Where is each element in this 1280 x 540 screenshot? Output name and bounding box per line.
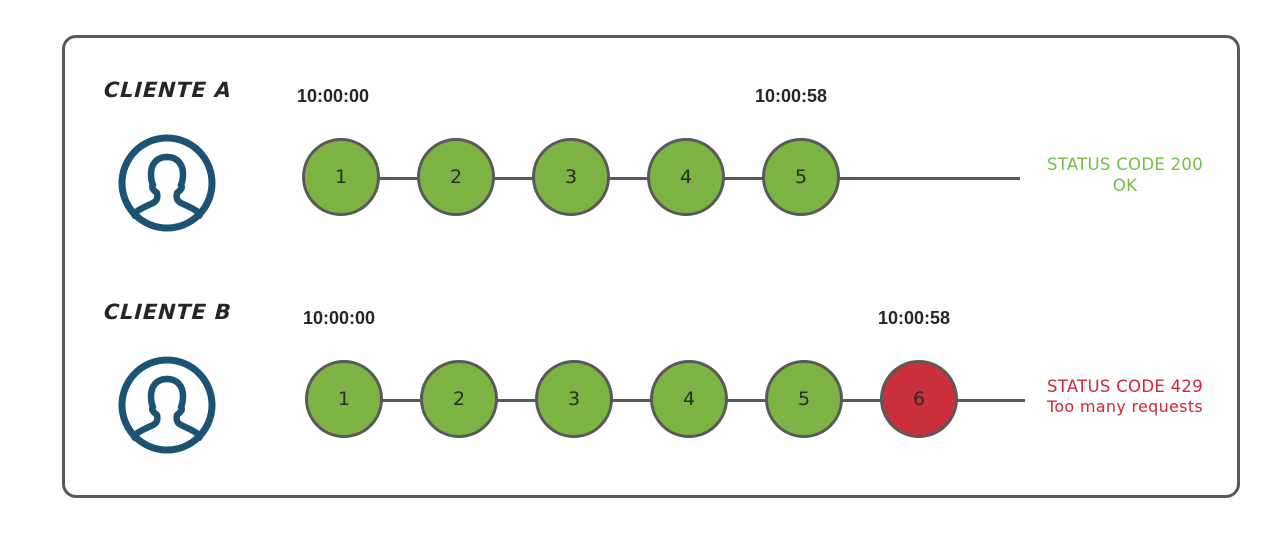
client-label-b: CLIENTE B — [103, 300, 233, 324]
request-node-a-1[interactable]: 1 — [302, 138, 380, 216]
connector-b-1 — [381, 399, 421, 402]
connector-b-2 — [496, 399, 536, 402]
client-row-cliente-a: CLIENTE A 10:00:00 10:00:58 1 2 3 4 5 ST… — [0, 60, 1280, 260]
connector-a-3 — [608, 177, 648, 180]
request-node-a-2[interactable]: 2 — [417, 138, 495, 216]
status-badge-b: STATUS CODE 429 Too many requests — [1020, 376, 1230, 418]
user-avatar-icon — [117, 133, 217, 233]
connector-b-5 — [841, 399, 881, 402]
request-node-b-2[interactable]: 2 — [420, 360, 498, 438]
connector-b-4 — [726, 399, 766, 402]
client-row-cliente-b: CLIENTE B 10:00:00 10:00:58 1 2 3 4 5 6 … — [0, 282, 1280, 482]
user-avatar-icon — [117, 355, 217, 455]
request-node-a-3[interactable]: 3 — [532, 138, 610, 216]
request-node-b-3[interactable]: 3 — [535, 360, 613, 438]
request-node-b-1[interactable]: 1 — [305, 360, 383, 438]
timestamp-start-a: 10:00:00 — [297, 86, 370, 106]
connector-a-2 — [493, 177, 533, 180]
timestamp-start-b: 10:00:00 — [303, 308, 376, 328]
request-node-a-5[interactable]: 5 — [762, 138, 840, 216]
connector-b-tail — [955, 399, 1025, 402]
timestamp-end-a: 10:00:58 — [755, 86, 828, 106]
request-node-b-4[interactable]: 4 — [650, 360, 728, 438]
request-node-a-4[interactable]: 4 — [647, 138, 725, 216]
status-message-a: OK — [1112, 176, 1138, 196]
connector-a-4 — [723, 177, 763, 180]
request-node-b-5[interactable]: 5 — [765, 360, 843, 438]
connector-b-3 — [611, 399, 651, 402]
status-code-a: STATUS CODE 200 — [1046, 155, 1204, 174]
connector-a-tail — [832, 177, 1020, 180]
request-node-b-6[interactable]: 6 — [880, 360, 958, 438]
diagram-frame — [62, 35, 1240, 498]
client-label-a: CLIENTE A — [103, 78, 233, 102]
status-badge-a: STATUS CODE 200 OK — [1020, 154, 1230, 196]
status-code-b: STATUS CODE 429 — [1046, 377, 1204, 396]
connector-a-1 — [378, 177, 418, 180]
timestamp-end-b: 10:00:58 — [878, 308, 951, 328]
status-message-b: Too many requests — [1046, 397, 1204, 417]
